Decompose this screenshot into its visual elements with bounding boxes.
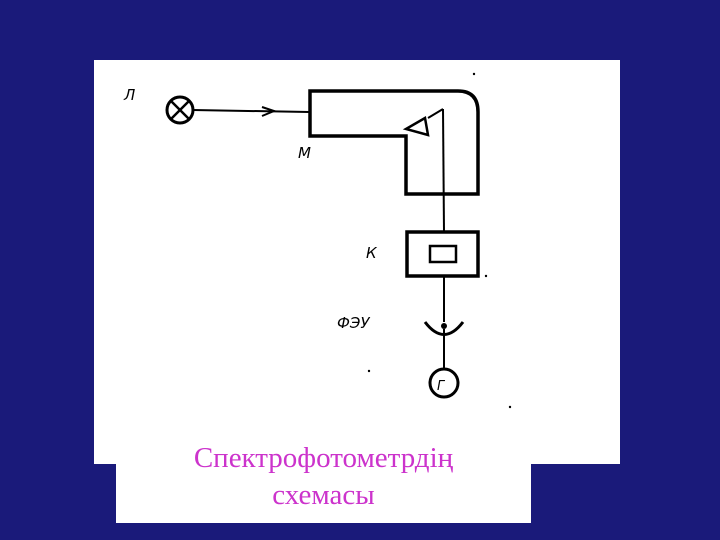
light-beam — [192, 109, 310, 113]
diagram-panel: Л М К ФЭУ Г — [94, 60, 620, 464]
cuvette-symbol — [405, 230, 480, 278]
caption-line-2: схемасы — [272, 479, 375, 511]
monochromator-housing — [308, 89, 480, 196]
galvanometer-label: Г — [437, 379, 446, 394]
photocell-label: ФЭУ — [337, 314, 370, 332]
caption-box: Спектрофотометрдің схемасы — [116, 434, 531, 523]
lamp-symbol — [165, 95, 195, 125]
galvanometer-symbol — [428, 367, 460, 399]
lamp-label: Л — [123, 86, 135, 104]
prism-symbol — [402, 116, 430, 137]
beam-arrow — [261, 106, 277, 117]
cuvette-label: К — [366, 244, 378, 262]
caption-line-1: Спектрофотометрдің — [193, 442, 454, 474]
monochromator-label: М — [298, 144, 311, 162]
spectrophotometer-schematic: Л М К ФЭУ Г — [123, 72, 512, 409]
